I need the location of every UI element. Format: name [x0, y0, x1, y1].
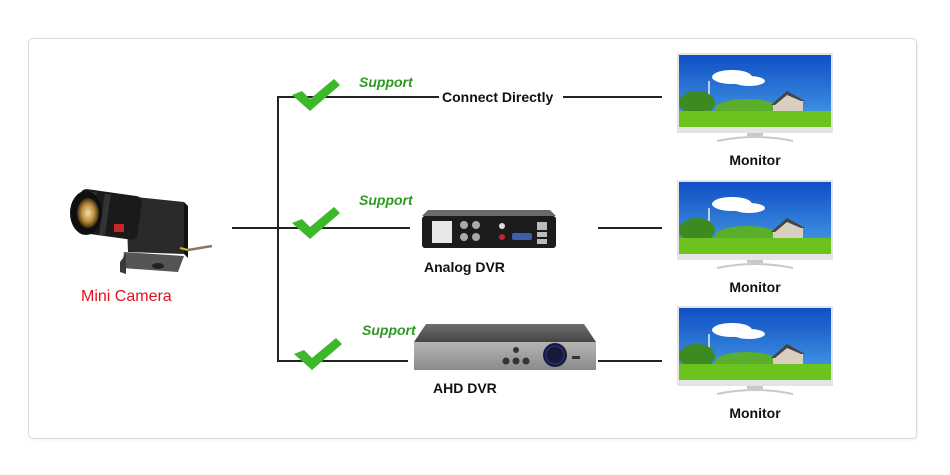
branch-3-line-right — [598, 360, 662, 362]
monitor-icon — [677, 53, 833, 142]
monitor-label: Monitor — [729, 405, 781, 421]
branch-1-line-right — [563, 96, 662, 98]
branch-2-line-right — [598, 227, 662, 229]
trunk-line — [232, 227, 279, 229]
checkmark-icon — [292, 207, 340, 239]
support-label: Support — [359, 74, 413, 90]
ahd-dvr-icon — [414, 324, 596, 370]
monitor-icon — [677, 180, 833, 269]
checkmark-icon — [292, 79, 340, 111]
diagram-frame — [28, 38, 917, 439]
branch-1-line-left — [277, 96, 439, 98]
checkmark-icon — [294, 338, 342, 370]
bus-line — [277, 96, 279, 362]
monitor-label: Monitor — [729, 152, 781, 168]
support-label: Support — [362, 322, 416, 338]
monitor-icon — [677, 306, 833, 395]
ahd-dvr-label: AHD DVR — [433, 380, 497, 396]
connect-directly-label: Connect Directly — [442, 89, 554, 105]
mini-camera-icon — [70, 189, 213, 274]
branch-3-line-left — [277, 360, 408, 362]
camera-label: Mini Camera — [81, 288, 172, 305]
branch-2-line-left — [277, 227, 410, 229]
analog-dvr-label: Analog DVR — [424, 259, 505, 275]
analog-dvr-icon — [422, 210, 556, 248]
monitor-label: Monitor — [729, 279, 781, 295]
support-label: Support — [359, 192, 413, 208]
